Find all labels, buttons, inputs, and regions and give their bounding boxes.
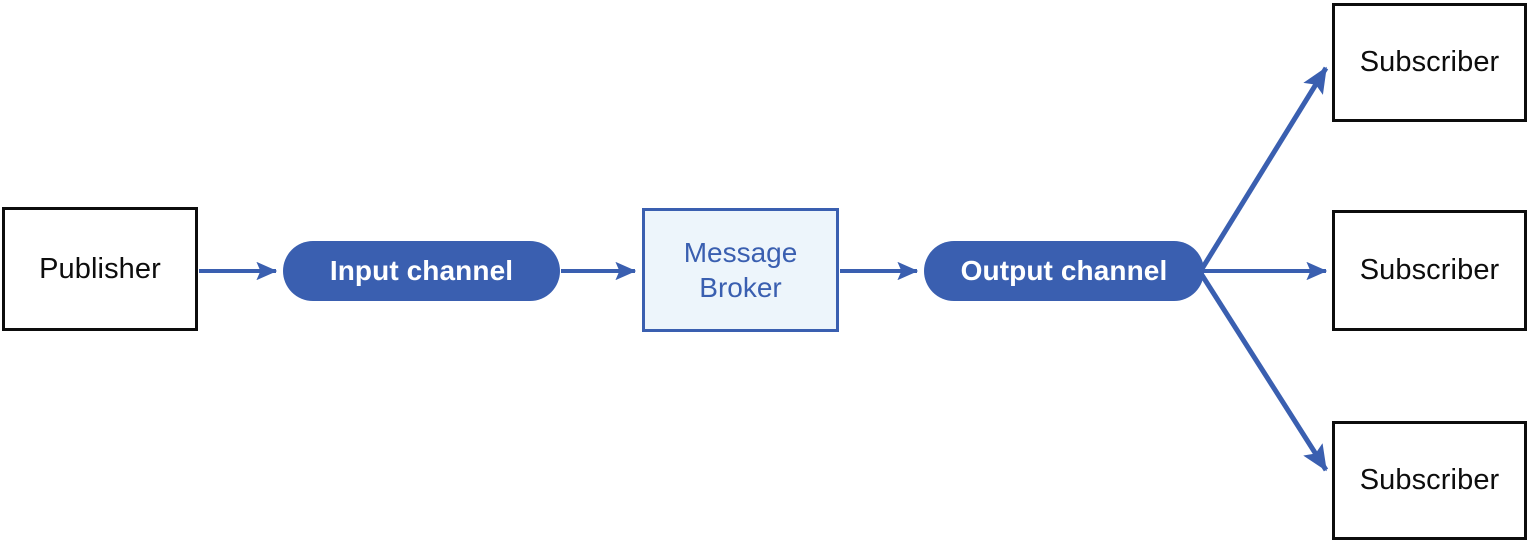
node-input-channel-label: Input channel: [329, 255, 514, 286]
node-subscriber-1-label: Subscriber: [1359, 46, 1500, 78]
arrow-output-channel-to-subscriber-1: [1197, 66, 1329, 274]
node-publisher[interactable]: Publisher: [2, 207, 198, 331]
node-subscriber-1[interactable]: Subscriber: [1332, 3, 1527, 122]
arrow-output-channel-to-subscriber-3: [1197, 270, 1329, 472]
node-subscriber-3-label: Subscriber: [1359, 464, 1500, 496]
node-publisher-label: Publisher: [39, 252, 161, 285]
node-output-channel[interactable]: Output channel: [924, 241, 1204, 301]
node-subscriber-3[interactable]: Subscriber: [1332, 421, 1527, 540]
node-message-broker-label: Message Broker: [683, 237, 798, 303]
node-output-channel-label: Output channel: [960, 255, 1168, 286]
node-message-broker[interactable]: Message Broker: [642, 208, 839, 332]
node-subscriber-2[interactable]: Subscriber: [1332, 210, 1527, 331]
node-subscriber-2-label: Subscriber: [1359, 254, 1500, 286]
node-input-channel[interactable]: Input channel: [283, 241, 560, 301]
